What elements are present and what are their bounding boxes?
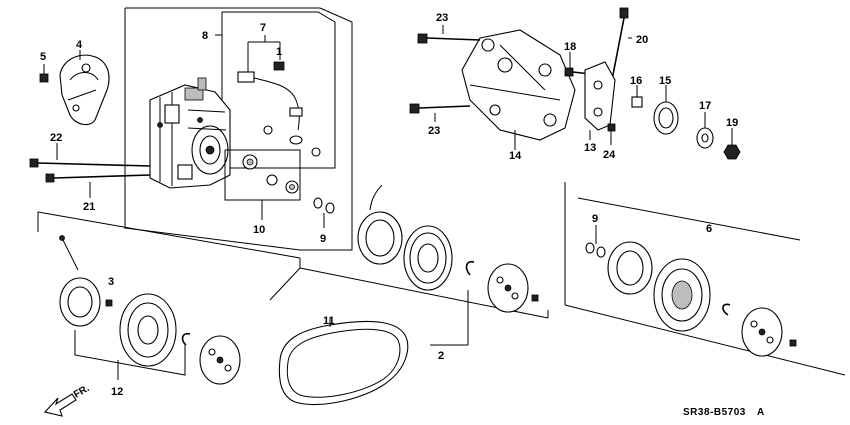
compressor-body — [149, 77, 231, 189]
direction-label: FR. — [72, 383, 92, 401]
callout-4: 4 — [76, 39, 83, 51]
callout-21: 21 — [83, 201, 95, 213]
callout-6: 6 — [706, 223, 712, 235]
callout-18: 18 — [564, 41, 576, 53]
callout-19: 19 — [726, 117, 738, 129]
callout-3: 3 — [108, 276, 114, 288]
callout-17: 17 — [699, 100, 711, 112]
part-24-bolt — [607, 123, 616, 145]
callout-numbers: 1 2 3 4 5 6 7 8 9 9 10 11 12 13 14 15 16… — [40, 12, 738, 398]
part-7-switch-wiring — [237, 35, 321, 157]
callout-10: 10 — [253, 224, 265, 236]
callout-5: 5 — [40, 51, 46, 63]
part-9-shims-upper — [313, 197, 335, 228]
part-16-collar — [631, 85, 643, 108]
callout-22: 22 — [50, 132, 62, 144]
callout-24: 24 — [603, 149, 616, 161]
part-22-bolt — [29, 143, 151, 168]
callout-14: 14 — [509, 150, 522, 162]
part-4-cover — [59, 50, 110, 126]
callout-11: 11 — [323, 315, 335, 327]
part-11-belt — [278, 318, 409, 406]
part-2-leaders — [430, 290, 469, 346]
callout-2: 2 — [438, 350, 444, 362]
figure-code-text: SR38-B5703 — [683, 407, 746, 418]
part-10-seals — [224, 149, 301, 220]
callout-23-lower: 23 — [428, 125, 440, 137]
part-23-bolt-lower — [409, 103, 471, 122]
part-20-adjust-bolt — [611, 7, 632, 81]
part-19-nut — [723, 128, 741, 160]
figure-code: SR38-B5703 A — [683, 407, 765, 418]
callout-9-right: 9 — [592, 213, 598, 225]
callout-8: 8 — [202, 30, 208, 42]
figure-code-suffix: A — [757, 407, 765, 418]
part-5-bolt — [39, 64, 49, 83]
callout-16: 16 — [630, 75, 642, 87]
clutch-assembly-right — [585, 225, 797, 357]
callout-7: 7 — [260, 22, 266, 34]
clutch-assembly-upper — [357, 184, 539, 313]
callout-1: 1 — [276, 46, 282, 58]
callout-12: 12 — [111, 386, 123, 398]
callout-13: 13 — [584, 142, 596, 154]
part-14-bracket — [461, 29, 576, 150]
part-15-idler-pulley — [653, 85, 679, 135]
clutch-group-frames — [37, 182, 846, 376]
part-17-washer — [696, 112, 714, 149]
part-23-bolt-upper — [417, 25, 481, 44]
callout-15: 15 — [659, 75, 671, 87]
callout-23-upper: 23 — [436, 12, 448, 24]
part-21-bolt — [45, 173, 151, 198]
callout-9-upper: 9 — [320, 233, 326, 245]
front-direction-arrow: FR. — [43, 383, 92, 417]
clutch-assembly-lower — [59, 235, 241, 385]
callout-20: 20 — [636, 34, 648, 46]
